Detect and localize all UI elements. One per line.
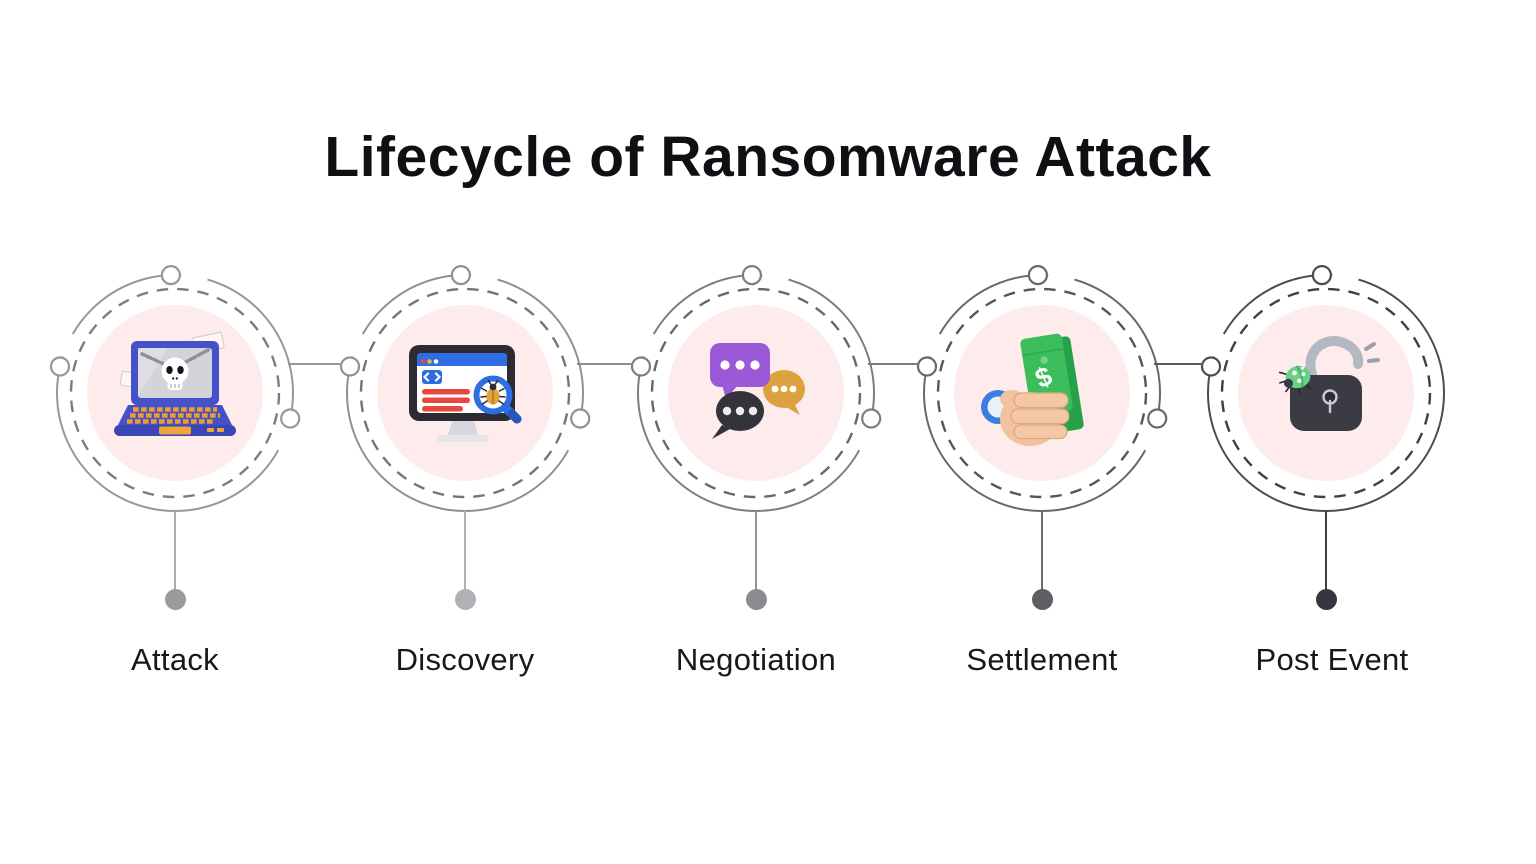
stage-dot	[164, 589, 186, 610]
stage-dot	[745, 589, 767, 610]
stage-attack	[45, 263, 305, 523]
stage-stem	[1041, 511, 1043, 591]
circuit-nodes	[630, 265, 882, 429]
stage-post-event	[1196, 263, 1456, 523]
circuit-nodes	[1200, 265, 1333, 377]
stage-post-event-graphic	[1200, 265, 1445, 512]
stage-settlement: $	[912, 263, 1172, 523]
stage-discovery	[335, 263, 595, 523]
stage-dot	[454, 589, 476, 610]
stage-label-discovery: Discovery	[395, 642, 535, 677]
chat-bubbles-icon	[710, 343, 805, 439]
stage-stem	[174, 511, 176, 591]
connector-line	[1154, 363, 1203, 365]
unlocked-padlock-bug-icon	[1278, 335, 1380, 431]
stage-label-settlement: Settlement	[966, 642, 1118, 677]
stage-label-post-event: Post Event	[1255, 642, 1409, 677]
stage-dot	[1031, 589, 1053, 610]
money-hand-icon: $	[981, 333, 1084, 446]
stage-stem	[1325, 511, 1327, 591]
stage-settlement-graphic: $	[916, 265, 1168, 512]
connector-line	[577, 363, 633, 365]
circuit-nodes	[339, 265, 591, 429]
stage-stem	[755, 511, 757, 591]
circuit-nodes	[49, 265, 301, 429]
stage-attack-graphic	[49, 265, 301, 512]
connector-line	[288, 363, 342, 365]
connector-line	[868, 363, 919, 365]
page-title: Lifecycle of Ransomware Attack	[324, 125, 1212, 190]
stage-discovery-graphic	[339, 265, 591, 512]
stage-dot	[1315, 589, 1337, 610]
stage-negotiation	[626, 263, 886, 523]
stage-negotiation-graphic	[630, 265, 882, 512]
laptop-skull-icon	[114, 331, 236, 436]
stage-stem	[464, 511, 466, 591]
stage-label-negotiation: Negotiation	[675, 642, 837, 677]
circuit-nodes	[916, 265, 1168, 429]
stage-label-attack: Attack	[131, 642, 219, 677]
monitor-bug-search-icon	[409, 345, 522, 442]
